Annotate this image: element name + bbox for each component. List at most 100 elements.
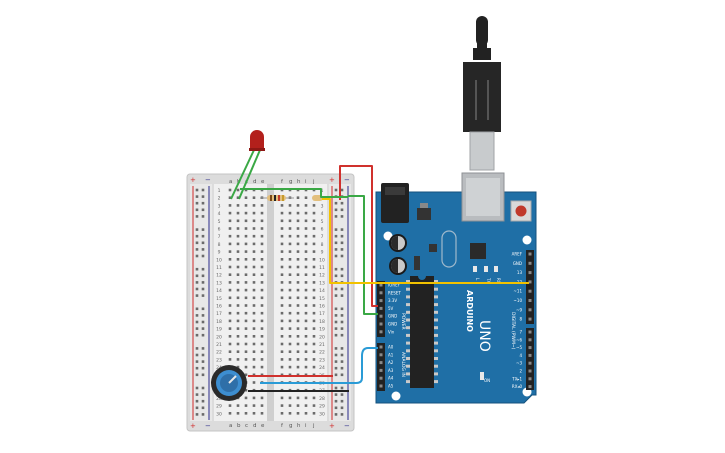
breadboard-hole[interactable] xyxy=(304,204,308,207)
rail-hole[interactable] xyxy=(201,294,205,297)
breadboard-hole[interactable] xyxy=(280,250,284,253)
breadboard[interactable]: + − + − + − + − a b c d e f g h i j a b … xyxy=(186,173,355,432)
digital-pin[interactable] xyxy=(528,377,532,381)
digital-pin[interactable] xyxy=(528,271,532,275)
analog-pin[interactable] xyxy=(379,384,383,388)
rail-hole[interactable] xyxy=(201,234,205,238)
breadboard-hole[interactable] xyxy=(252,296,256,300)
power-pin[interactable] xyxy=(379,291,383,295)
breadboard-hole[interactable] xyxy=(252,281,256,284)
breadboard-hole[interactable] xyxy=(252,358,256,361)
power-pin[interactable] xyxy=(379,299,383,303)
breadboard-hole[interactable] xyxy=(280,265,284,269)
breadboard-hole[interactable] xyxy=(228,404,232,407)
breadboard-hole[interactable] xyxy=(288,204,292,207)
breadboard-hole[interactable] xyxy=(244,358,248,361)
digital-pin[interactable] xyxy=(528,289,532,293)
rail-hole[interactable] xyxy=(201,406,205,410)
breadboard-hole[interactable] xyxy=(236,188,240,192)
rail-hole[interactable] xyxy=(340,366,344,370)
rail-hole[interactable] xyxy=(195,307,199,311)
breadboard-hole[interactable] xyxy=(304,211,308,215)
rail-hole[interactable] xyxy=(201,281,205,284)
breadboard-hole[interactable] xyxy=(312,319,316,323)
rail-hole[interactable] xyxy=(340,406,344,410)
breadboard-hole[interactable] xyxy=(288,358,292,361)
breadboard-hole[interactable] xyxy=(288,265,292,269)
breadboard-hole[interactable] xyxy=(288,404,292,407)
breadboard-hole[interactable] xyxy=(236,365,240,369)
breadboard-hole[interactable] xyxy=(312,412,316,415)
breadboard-hole[interactable] xyxy=(244,242,248,246)
breadboard-hole[interactable] xyxy=(244,388,248,392)
breadboard-hole[interactable] xyxy=(252,304,256,307)
rail-hole[interactable] xyxy=(340,413,344,416)
breadboard-hole[interactable] xyxy=(252,381,256,384)
breadboard-hole[interactable] xyxy=(288,273,292,276)
rail-hole[interactable] xyxy=(334,287,338,291)
breadboard-hole[interactable] xyxy=(244,373,248,377)
digital-pin[interactable] xyxy=(528,308,532,312)
breadboard-hole[interactable] xyxy=(280,211,284,215)
breadboard-hole[interactable] xyxy=(252,204,256,207)
rail-hole[interactable] xyxy=(195,248,199,251)
breadboard-hole[interactable] xyxy=(236,250,240,253)
rail-hole[interactable] xyxy=(340,201,344,205)
breadboard-hole[interactable] xyxy=(312,281,316,284)
breadboard-hole[interactable] xyxy=(260,219,264,223)
breadboard-hole[interactable] xyxy=(296,258,300,261)
breadboard-hole[interactable] xyxy=(312,396,316,400)
breadboard-hole[interactable] xyxy=(280,258,284,261)
rail-hole[interactable] xyxy=(334,373,338,377)
rail-hole[interactable] xyxy=(195,333,199,337)
usb-cable[interactable] xyxy=(463,16,501,171)
rail-hole[interactable] xyxy=(340,353,344,357)
breadboard-hole[interactable] xyxy=(228,188,232,192)
breadboard-hole[interactable] xyxy=(228,358,232,361)
breadboard-hole[interactable] xyxy=(244,412,248,415)
breadboard-hole[interactable] xyxy=(312,227,316,230)
breadboard-hole[interactable] xyxy=(312,234,316,238)
red-led[interactable] xyxy=(230,130,265,200)
rail-hole[interactable] xyxy=(201,287,205,291)
breadboard-hole[interactable] xyxy=(260,250,264,253)
breadboard-hole[interactable] xyxy=(304,304,308,307)
breadboard-hole[interactable] xyxy=(260,204,264,207)
breadboard-hole[interactable] xyxy=(304,227,308,230)
analog-pin[interactable] xyxy=(379,368,383,372)
breadboard-hole[interactable] xyxy=(236,319,240,323)
breadboard-hole[interactable] xyxy=(296,342,300,346)
dc-power-jack[interactable] xyxy=(381,183,409,223)
breadboard-hole[interactable] xyxy=(280,404,284,407)
breadboard-hole[interactable] xyxy=(228,258,232,261)
breadboard-hole[interactable] xyxy=(280,412,284,415)
rail-hole[interactable] xyxy=(340,274,344,278)
breadboard-hole[interactable] xyxy=(236,196,240,199)
rail-hole[interactable] xyxy=(334,228,338,231)
rail-hole[interactable] xyxy=(201,353,205,357)
breadboard-hole[interactable] xyxy=(252,327,256,330)
rail-hole[interactable] xyxy=(195,274,199,278)
resistor[interactable] xyxy=(260,195,323,201)
breadboard-hole[interactable] xyxy=(280,350,284,353)
breadboard-hole[interactable] xyxy=(296,234,300,238)
breadboard-hole[interactable] xyxy=(228,342,232,346)
breadboard-hole[interactable] xyxy=(288,296,292,300)
breadboard-hole[interactable] xyxy=(252,404,256,407)
rail-hole[interactable] xyxy=(340,248,344,251)
rail-hole[interactable] xyxy=(334,314,338,317)
rail-hole[interactable] xyxy=(340,241,344,245)
breadboard-hole[interactable] xyxy=(260,273,264,276)
rail-hole[interactable] xyxy=(340,234,344,238)
rail-hole[interactable] xyxy=(195,294,199,297)
breadboard-hole[interactable] xyxy=(260,311,264,315)
rail-hole[interactable] xyxy=(195,208,199,212)
rail-hole[interactable] xyxy=(201,228,205,231)
rail-hole[interactable] xyxy=(201,386,205,390)
breadboard-hole[interactable] xyxy=(244,311,248,315)
rail-hole[interactable] xyxy=(195,347,199,350)
breadboard-hole[interactable] xyxy=(228,296,232,300)
breadboard-hole[interactable] xyxy=(304,265,308,269)
breadboard-hole[interactable] xyxy=(312,335,316,338)
rail-hole[interactable] xyxy=(334,294,338,297)
